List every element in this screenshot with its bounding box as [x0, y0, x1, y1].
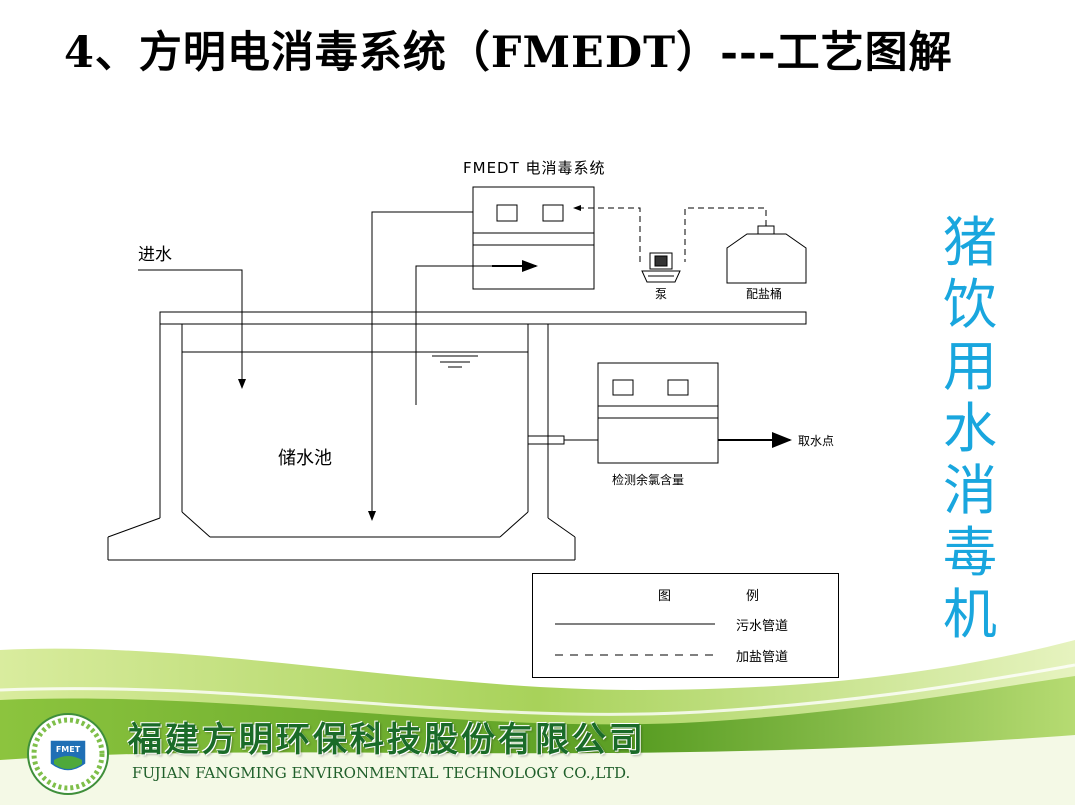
salt-dosing-line — [573, 205, 767, 262]
chlorine-monitor-unit — [597, 362, 719, 464]
company-name-en: FUJIAN FANGMING ENVIRONMENTAL TECHNOLOGY… — [132, 764, 631, 782]
slide-title: 4、方明电消毒系统（FMEDT）---工艺图解 — [64, 28, 953, 78]
legend-item-sewage-pipe: 污水管道 — [736, 619, 789, 634]
company-logo: FMET — [27, 713, 109, 795]
vertical-title: 猪饮用水消毒机 — [943, 211, 997, 646]
pump-label: 泵 — [655, 287, 668, 301]
salt-tank-icon — [726, 225, 807, 284]
legend-solid-line — [555, 623, 715, 625]
logo-text: FMET — [56, 745, 81, 754]
outlet-pipe-to-reservoir — [368, 211, 473, 521]
legend-title-left: 图 — [658, 589, 672, 604]
legend-item-salt-pipe: 加盐管道 — [736, 650, 789, 665]
salt-tank-label: 配盐桶 — [746, 287, 783, 301]
sampling-point-label: 取水点 — [798, 434, 835, 448]
system-label: FMEDT 电消毒系统 — [463, 159, 606, 177]
legend-box: 图 例 污水管道 加盐管道 — [532, 573, 839, 678]
reservoir-structure — [107, 311, 807, 561]
monitor-label: 检测余氯含量 — [612, 473, 685, 487]
inlet-label: 进水 — [138, 245, 172, 265]
legend-dashed-line — [555, 654, 715, 656]
intake-pipe-to-unit — [415, 260, 538, 405]
legend-title-right: 例 — [746, 589, 760, 604]
pump-icon — [641, 252, 681, 283]
company-name-cn: 福建方明环保科技股份有限公司 — [128, 720, 646, 760]
reservoir-label: 储水池 — [278, 448, 332, 469]
inlet-pipe — [138, 269, 246, 389]
water-level-symbol — [432, 355, 478, 368]
fmedt-unit — [472, 186, 595, 290]
